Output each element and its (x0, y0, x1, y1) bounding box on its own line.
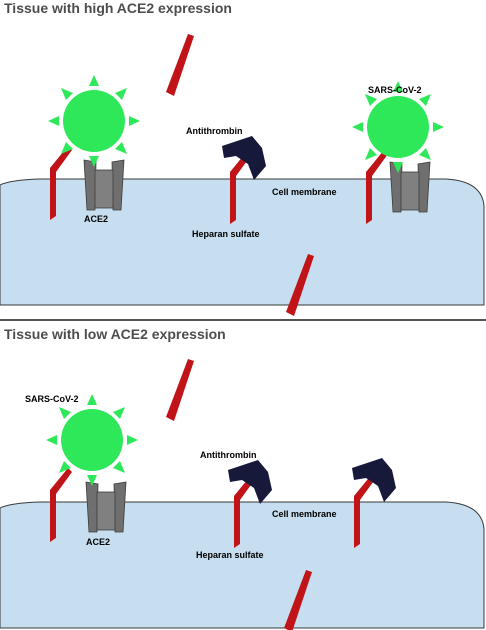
heparan-sulfate-label: Heparan sulfate (196, 550, 264, 560)
ace2-receptor-icon (83, 159, 125, 211)
sars-cov-2-virus-icon (46, 394, 138, 486)
sars-cov-2-label: SARS-CoV-2 (368, 85, 422, 95)
antithrombin-label: Antithrombin (200, 450, 257, 460)
ace2-label: ACE2 (86, 537, 110, 547)
sars-cov-2-virus-icon (48, 75, 140, 167)
antithrombin-label: Antithrombin (186, 126, 243, 136)
heparan-sulfate-label: Heparan sulfate (192, 229, 260, 239)
heparan-fragment-icon (166, 34, 194, 96)
cell-membrane-label: Cell membrane (272, 509, 337, 519)
sars-cov-2-label: SARS-CoV-2 (25, 394, 79, 404)
panel-high-ace2: ACE2 Antithrombin Cell membrane Heparan … (0, 34, 485, 316)
heparan-fragment-icon (166, 359, 194, 421)
panel-title-high-ace2: Tissue with high ACE2 expression (4, 0, 232, 16)
ace2-receptor-icon (85, 481, 127, 533)
panel-title-low-ace2: Tissue with low ACE2 expression (4, 326, 226, 342)
ace2-receptor-icon (389, 161, 431, 213)
cell-membrane-label: Cell membrane (272, 187, 337, 197)
panel-low-ace2: SARS-CoV-2 Antithrombin Cell membrane AC… (0, 359, 485, 630)
antithrombin-icon (222, 136, 266, 180)
cell-membrane (0, 178, 485, 306)
ace2-label: ACE2 (84, 214, 108, 224)
cell-membrane (0, 501, 485, 629)
